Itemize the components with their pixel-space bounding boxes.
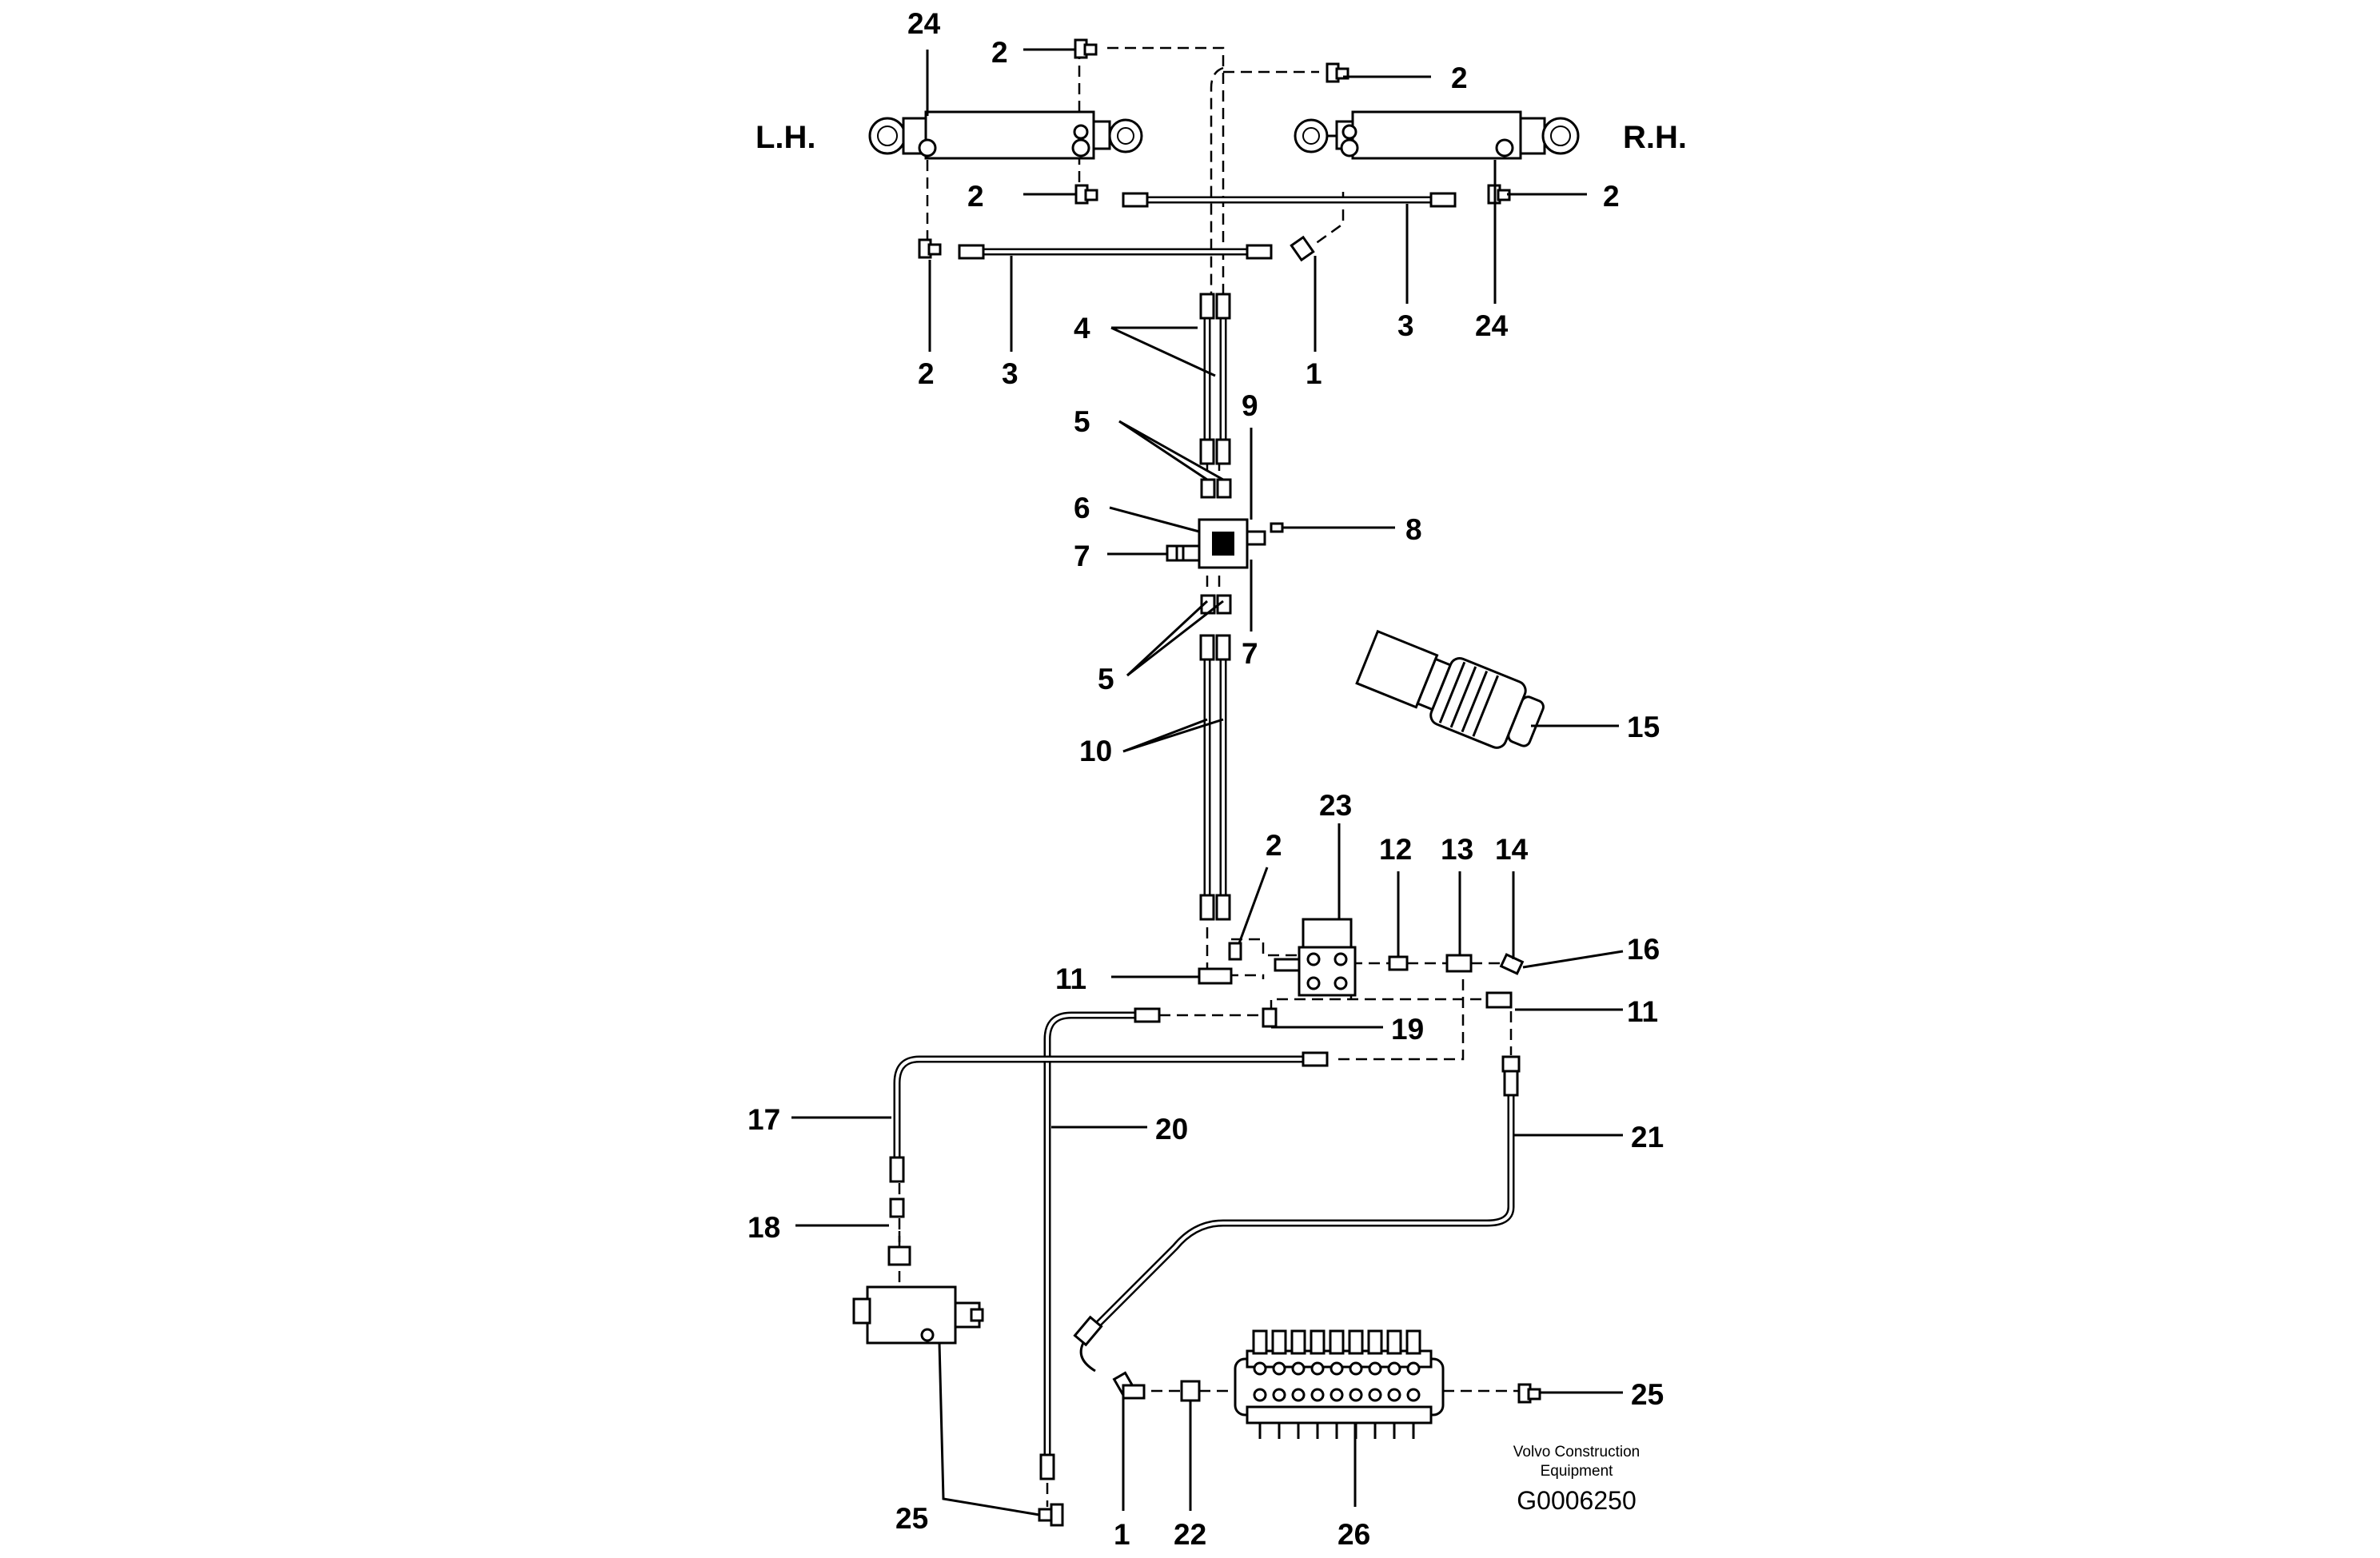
credit-block: Volvo Construction Equipment G0006250 [1513,1444,1640,1515]
callout-9: 9 [1242,389,1258,422]
callout-15: 15 [1627,711,1660,743]
callout-2-leftlow: 2 [918,357,935,390]
callout-16: 16 [1627,933,1660,966]
callout-21: 21 [1631,1121,1664,1154]
callout-5-bottom: 5 [1098,663,1114,695]
callout-2-leftmid: 2 [967,180,984,213]
control-valve-bank [1234,1329,1445,1439]
leader-lines [791,48,1624,1516]
callout-numbers: 24 2 2 2 2 2 3 1 3 24 4 9 5 6 8 7 7 5 15… [747,7,1664,1551]
callout-3-left: 3 [1002,357,1019,390]
callout-1-bottom: 1 [1114,1518,1130,1551]
callout-23: 23 [1319,789,1352,822]
callout-2-topright: 2 [1451,62,1468,94]
callout-5-top: 5 [1074,405,1090,438]
callout-2-top: 2 [991,36,1008,69]
callout-3-right: 3 [1397,309,1414,342]
callout-18: 18 [747,1211,780,1244]
callout-14: 14 [1495,833,1529,866]
callout-25-right: 25 [1631,1378,1664,1411]
right-cylinder [1294,110,1580,160]
callout-6: 6 [1074,492,1090,524]
callout-11-left: 11 [1055,962,1086,995]
left-hand-label: L.H. [755,120,816,155]
callout-24-top: 24 [907,7,941,40]
side-labels: L.H. R.H. [755,120,1687,155]
callout-4: 4 [1074,312,1090,345]
upper-hoses [1199,293,1231,465]
lower-fittings [887,1245,1541,1404]
callout-8: 8 [1405,513,1422,546]
steering-unit [1228,918,1357,997]
hose-17 [889,1051,1329,1218]
hose-20 [1038,1007,1161,1527]
callout-17: 17 [747,1103,780,1136]
lower-hoses [1199,634,1231,921]
callout-2-rightmid: 2 [1603,180,1620,213]
callout-19: 19 [1391,1013,1424,1046]
callout-2-valve: 2 [1266,829,1282,862]
callout-1-mid: 1 [1306,357,1322,390]
callout-13: 13 [1441,833,1473,866]
hose-21 [1073,1070,1519,1373]
credit-line-1: Volvo Construction [1513,1444,1640,1460]
figure-id: G0006250 [1517,1486,1636,1515]
callout-7-right: 7 [1242,637,1258,670]
callout-25-bottom: 25 [895,1502,928,1535]
callout-12: 12 [1379,833,1412,866]
valve-sections [1252,1329,1421,1439]
callout-26: 26 [1338,1518,1370,1551]
callout-10: 10 [1079,735,1112,767]
callout-11-right: 11 [1627,995,1658,1028]
quick-coupler [1355,629,1545,749]
left-cylinder [868,110,1143,160]
steel-tubes [958,192,1457,260]
callout-24-right: 24 [1475,309,1509,342]
callout-22: 22 [1174,1518,1206,1551]
right-hand-label: R.H. [1623,120,1687,155]
dashed-connection-lines [898,46,1523,1507]
credit-line-2: Equipment [1541,1463,1614,1480]
callout-7-left: 7 [1074,540,1090,572]
relief-valve-block [1166,478,1311,615]
callout-20: 20 [1155,1113,1188,1146]
port-fittings [1198,953,1525,1073]
priority-valve [852,1285,984,1345]
